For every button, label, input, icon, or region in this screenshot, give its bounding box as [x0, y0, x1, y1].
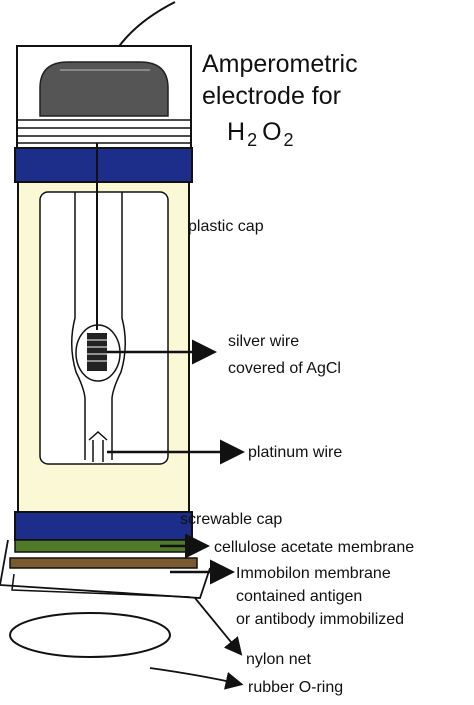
label-rubber-o-ring: rubber O-ring [248, 679, 343, 696]
formula-sub-1: 2 [247, 130, 257, 150]
label-immobilon-detail-2: or antibody immobilized [236, 611, 404, 628]
label-nylon-net: nylon net [246, 651, 311, 668]
label-immobilon-membrane: Immobilon membrane [236, 565, 391, 582]
formula-o: O [262, 118, 281, 146]
nylon-net-arrow [194, 597, 243, 656]
platinum-wire-tip [84, 430, 113, 462]
top-knob [39, 61, 169, 117]
thread-lines [17, 119, 191, 144]
formula-sub-2: 2 [284, 130, 294, 150]
o-ring-arrow [149, 667, 244, 690]
title-line-1: Amperometric [202, 50, 358, 78]
upper-cap-band [14, 147, 193, 183]
nylon-net-rim [0, 539, 211, 599]
formula-h: H [227, 118, 245, 146]
screwable-cap-band [14, 511, 193, 541]
label-silver-wire-coating: covered of AgCl [228, 360, 341, 377]
label-immobilon-detail-1: contained antigen [236, 588, 362, 605]
silver-wire-coil [87, 333, 107, 371]
immobilon-membrane-band [9, 557, 198, 569]
label-cellulose-membrane: cellulose acetate membrane [214, 539, 414, 556]
label-platinum-wire: platinum wire [248, 444, 342, 461]
title-line-2: electrode for [202, 82, 341, 110]
label-screwable-cap: screwable cap [180, 511, 282, 528]
inner-glass-tube [71, 192, 126, 440]
rubber-o-ring [9, 612, 171, 658]
label-silver-wire: silver wire [228, 333, 299, 350]
nylon-net-inner [11, 573, 191, 598]
label-plastic-cap: plastic cap [188, 218, 264, 235]
